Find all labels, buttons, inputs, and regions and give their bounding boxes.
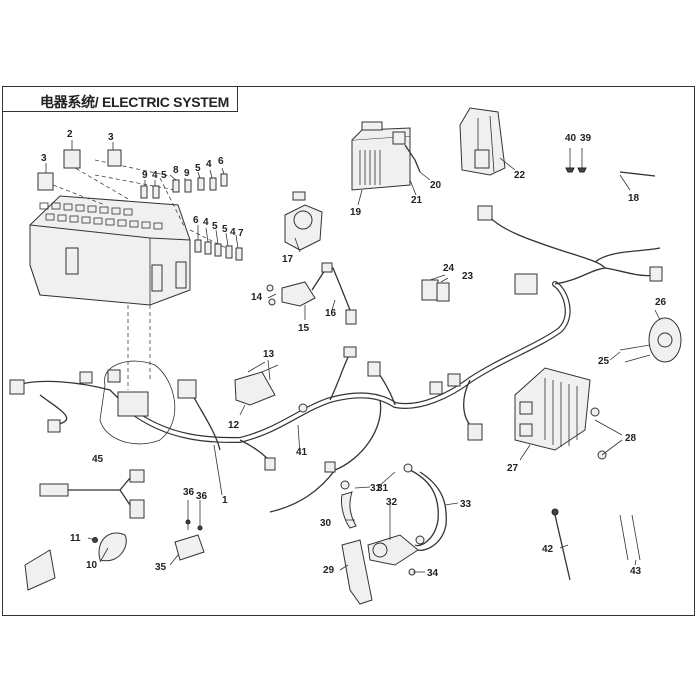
callout-41: 41 (296, 447, 308, 458)
callout-21: 21 (411, 195, 423, 206)
callout-42: 42 (542, 544, 554, 555)
main-wiring-harness (9, 205, 663, 513)
callout-17: 17 (282, 254, 294, 265)
callout-18: 18 (628, 193, 640, 204)
callout-40: 40 (565, 133, 577, 144)
callout-8: 8 (173, 165, 179, 176)
starter-relay (284, 191, 323, 251)
callout-15: 15 (298, 323, 310, 334)
callout-36b: 36 (196, 491, 208, 502)
callout-27: 27 (507, 463, 519, 474)
callout-13: 13 (263, 349, 275, 360)
callout-32: 32 (386, 497, 398, 508)
callout-14: 14 (251, 292, 263, 303)
callout-numbers: 1 2 3 3 4 5 9 8 9 5 4 6 6 4 5 5 4 7 10 1… (41, 129, 667, 579)
callout-25: 25 (598, 356, 610, 367)
callout-29: 29 (323, 565, 335, 576)
callout-24: 24 (443, 263, 455, 274)
control-unit (234, 361, 279, 406)
callout-28: 28 (625, 433, 637, 444)
antenna-and-springs (551, 508, 641, 581)
page-title: 电器系统/ ELECTRIC SYSTEM (40, 94, 229, 110)
label-plate (24, 549, 56, 591)
callout-35: 35 (155, 562, 167, 573)
callout-31a: 31 (370, 483, 382, 494)
callout-31b: 31 (377, 483, 389, 494)
callout-4b: 4 (206, 159, 212, 170)
callout-36a: 36 (183, 487, 195, 498)
callout-2: 2 (67, 129, 73, 140)
module-35 (174, 500, 205, 561)
callout-23: 23 (462, 271, 474, 282)
callout-1: 1 (222, 495, 228, 506)
horn-10 (92, 532, 127, 562)
callout-4a: 4 (152, 170, 158, 181)
callout-5b: 5 (195, 163, 201, 174)
callout-19: 19 (350, 207, 362, 218)
callout-33: 33 (460, 499, 472, 510)
diagram-frame (2, 86, 695, 616)
callout-9b: 9 (184, 168, 190, 179)
callout-22: 22 (514, 170, 526, 181)
callout-34: 34 (427, 568, 439, 579)
fuse-box (29, 159, 231, 390)
callout-12: 12 (228, 420, 240, 431)
callout-4c: 4 (203, 217, 209, 228)
callout-20: 20 (430, 180, 442, 191)
callout-4d: 4 (230, 227, 236, 238)
fuel-pump-assembly (340, 463, 447, 605)
relays-and-fuses (37, 149, 243, 261)
title-box (2, 86, 238, 112)
callout-10: 10 (86, 560, 98, 571)
callout-6a: 6 (218, 156, 224, 167)
leader-lines (45, 140, 661, 573)
callout-30: 30 (320, 518, 332, 529)
battery-bracket (459, 107, 506, 176)
callout-5a: 5 (161, 170, 167, 181)
callout-9a: 9 (142, 170, 148, 181)
small-fasteners (565, 148, 656, 177)
callout-16: 16 (325, 308, 337, 319)
callout-5c: 5 (212, 221, 218, 232)
voltage-regulator (514, 367, 607, 460)
callout-3a: 3 (41, 153, 47, 164)
callout-7: 7 (238, 228, 244, 239)
callout-45: 45 (92, 454, 104, 465)
callout-11: 11 (70, 533, 81, 544)
horn-26 (619, 317, 682, 363)
callout-5d: 5 (222, 224, 228, 235)
relays-23-24 (421, 279, 450, 302)
callout-26: 26 (655, 297, 667, 308)
callout-39: 39 (580, 133, 592, 144)
callout-6b: 6 (193, 215, 199, 226)
callout-3b: 3 (108, 132, 114, 143)
callout-43: 43 (630, 566, 642, 577)
battery (351, 121, 421, 191)
sensor-assembly (266, 262, 357, 325)
switch-45 (39, 469, 145, 519)
